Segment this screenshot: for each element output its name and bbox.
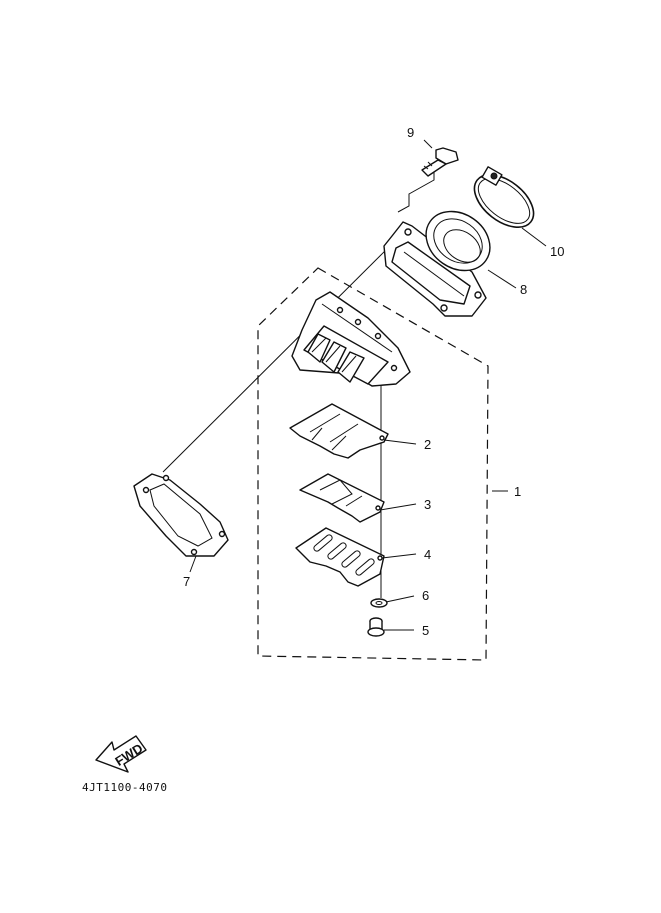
callout-5: 5 — [422, 623, 429, 638]
washer-part-6 — [370, 598, 388, 608]
callout-4: 4 — [424, 547, 431, 562]
plate-slots — [313, 534, 375, 576]
callout-9: 9 — [407, 125, 414, 140]
callout-leaders — [189, 139, 547, 631]
assembly-boundary — [257, 267, 489, 661]
callout-labels: 1 2 3 4 5 6 7 8 9 10 — [183, 125, 564, 638]
reed-cages — [307, 333, 365, 383]
callout-6: 6 — [422, 588, 429, 603]
callout-3: 3 — [424, 497, 431, 512]
hose-clamp-part-10 — [473, 166, 535, 229]
reed-stoppers-part-3 — [299, 473, 385, 523]
callout-7: 7 — [183, 574, 190, 589]
fwd-arrow-icon: FWD — [95, 735, 147, 773]
reed-valve-block — [291, 291, 411, 387]
callout-10: 10 — [550, 244, 564, 259]
gasket-part-7 — [133, 473, 229, 557]
callout-1: 1 — [514, 484, 521, 499]
manifold-part-8 — [383, 210, 491, 317]
callout-8: 8 — [520, 282, 527, 297]
bolt-part-9 — [421, 147, 459, 177]
drawing-code: 4JT1100-4070 — [82, 781, 167, 794]
plate-part-4 — [295, 527, 385, 587]
callout-2: 2 — [424, 437, 431, 452]
screw-part-5 — [367, 617, 385, 637]
reed-petals-part-2 — [289, 403, 389, 459]
